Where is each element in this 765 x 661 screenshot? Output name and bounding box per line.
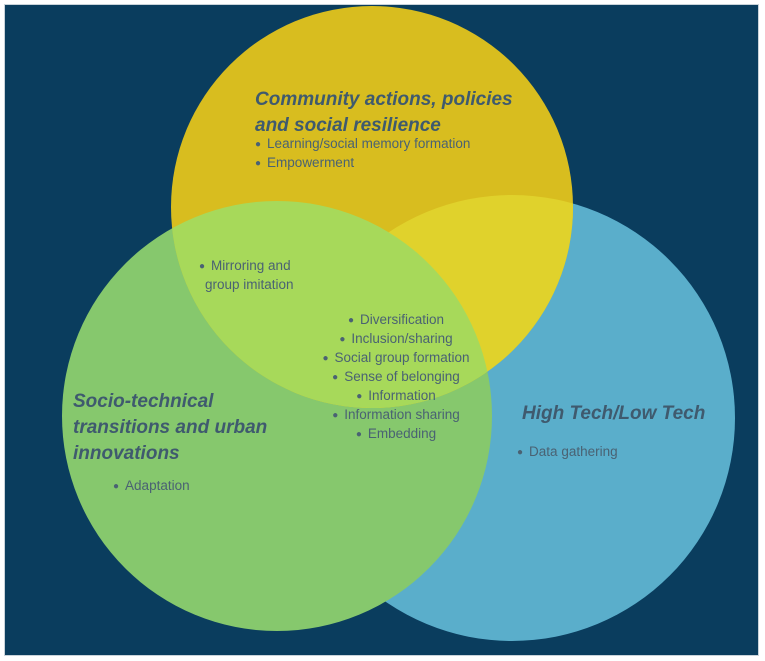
list-item: ●Adaptation	[113, 478, 190, 493]
high-tech-title: High Tech/Low Tech	[522, 403, 706, 424]
community-title-line1: Community actions, policies	[255, 89, 513, 110]
list-item: ●Sense of belonging	[332, 369, 460, 384]
socio-title-line1: Socio-technical	[73, 391, 214, 412]
community-list: ●Learning/social memory formation ●Empow…	[255, 135, 470, 173]
socio-title-line3: innovations	[73, 443, 180, 464]
center-list: ●Diversification ●Inclusion/sharing ●Soc…	[321, 311, 471, 444]
socio-technical-title: Socio-technical transitions and urban in…	[73, 389, 267, 467]
socio-technical-list: ●Adaptation	[113, 477, 190, 496]
venn-diagram	[62, 6, 735, 641]
community-title: Community actions, policies and social r…	[255, 87, 513, 139]
list-item: ●Inclusion/sharing	[339, 331, 453, 346]
list-item: ●Social group formation	[322, 350, 470, 365]
list-item: ●Data gathering	[517, 444, 618, 459]
socio-title-line2: transitions and urban	[73, 417, 268, 438]
list-item: ●Information sharing	[332, 407, 460, 422]
list-item: ●Learning/social memory formation	[255, 136, 471, 151]
community-title-line2: and social resilience	[255, 115, 441, 136]
diagram-frame: Community actions, policies and social r…	[4, 4, 759, 656]
mirroring-item: ●Mirroring and group imitation	[199, 258, 294, 292]
list-item: ●Empowerment	[255, 155, 355, 170]
list-item: ●Information	[356, 388, 436, 403]
list-item: ●Diversification	[347, 312, 445, 327]
high-tech-list: ●Data gathering	[517, 443, 618, 462]
community-socio-overlap	[171, 201, 492, 408]
list-item: ●Embedding	[355, 426, 437, 441]
